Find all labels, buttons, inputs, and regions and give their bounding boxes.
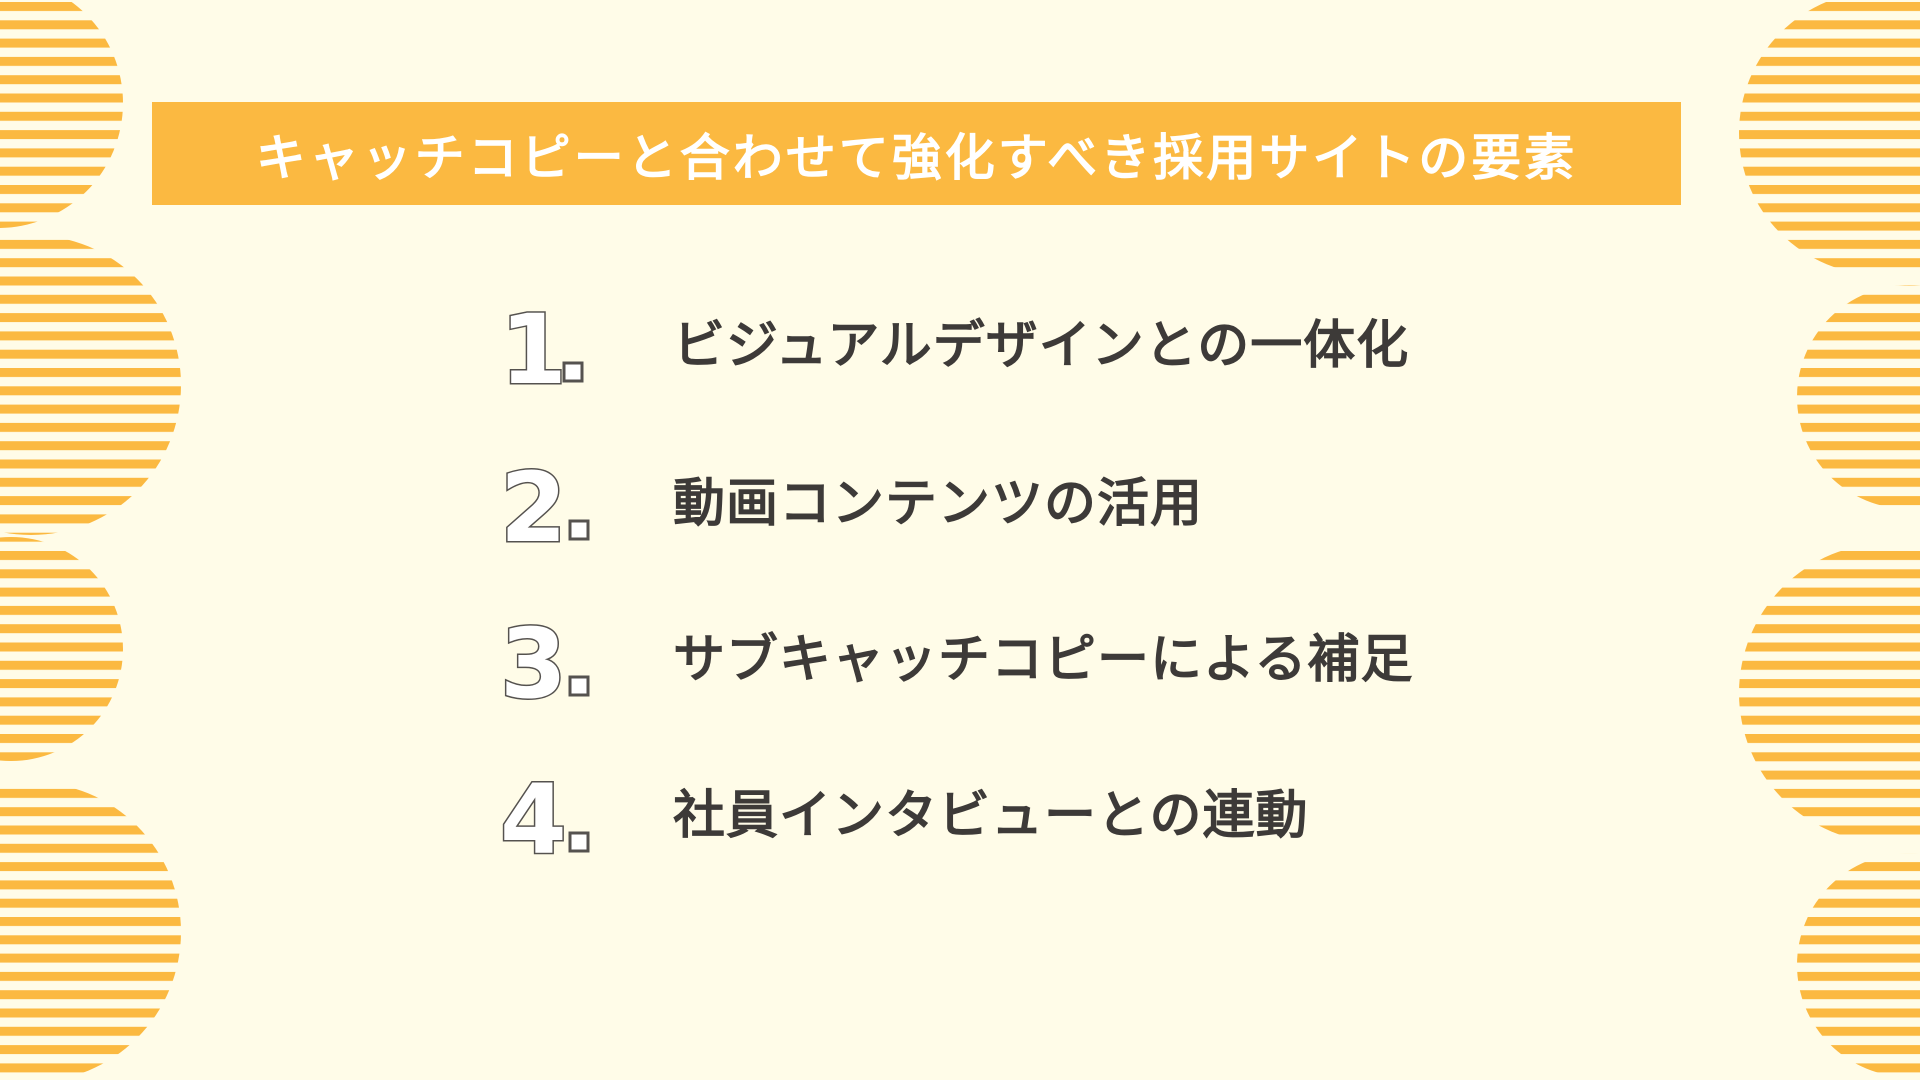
item-number-badge: 3	[498, 599, 618, 709]
svg-text:4: 4	[500, 764, 567, 865]
item-label: 動画コンテンツの活用	[673, 473, 1204, 534]
page-title: キャッチコピーと合わせて強化すべき採用サイトの要素	[255, 128, 1578, 187]
item-number-badge: 4	[498, 755, 618, 865]
item-number-badge: 1	[498, 285, 618, 395]
list-item: 3 サブキャッチコピーによる補足	[498, 599, 1413, 710]
striped-circle	[0, 0, 123, 228]
title-banner: キャッチコピーと合わせて強化すべき採用サイトの要素	[152, 102, 1681, 205]
outlined-number-icon: 2	[499, 451, 590, 553]
list-item: 1 ビジュアルデザインとの一体化	[498, 285, 1409, 396]
svg-text:1: 1	[500, 294, 567, 395]
striped-circle	[1797, 285, 1920, 509]
svg-text:2: 2	[500, 452, 567, 553]
outlined-number-icon: 1	[499, 293, 584, 395]
outlined-number-icon: 4	[499, 763, 590, 865]
item-label: サブキャッチコピーによる補足	[673, 629, 1414, 690]
item-label: 社員インタビューとの連動	[673, 785, 1309, 846]
striped-circle	[1739, 543, 1920, 843]
striped-circle	[0, 235, 181, 535]
striped-circle	[0, 537, 123, 761]
item-number-badge: 2	[498, 443, 618, 553]
svg-text:3: 3	[500, 608, 567, 709]
list-item: 4 社員インタビューとの連動	[498, 755, 1308, 866]
striped-circle	[1797, 853, 1920, 1077]
list-item: 2 動画コンテンツの活用	[498, 443, 1203, 554]
outlined-number-icon: 3	[499, 607, 590, 709]
striped-circle	[1739, 0, 1920, 275]
item-label: ビジュアルデザインとの一体化	[673, 315, 1410, 376]
striped-circle	[0, 782, 181, 1080]
